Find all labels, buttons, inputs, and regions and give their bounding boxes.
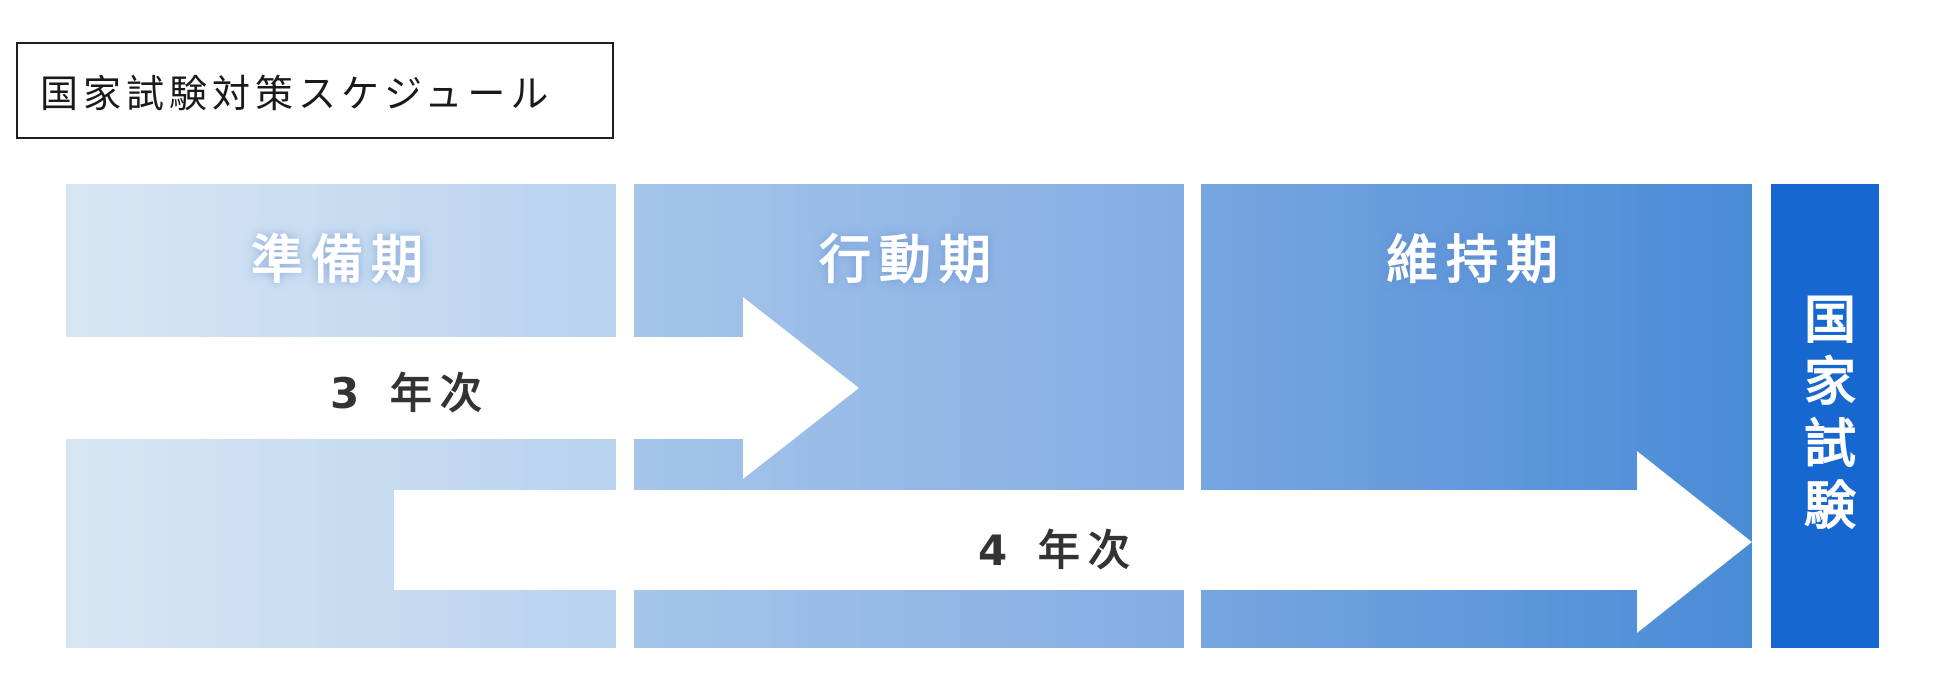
national-exam-label: 国家試験 — [1794, 292, 1855, 540]
phase-label-action: 行動期 — [818, 231, 999, 291]
arrow-label-year-3: 3 年次 — [330, 369, 490, 418]
title-box: 国家試験対策スケジュール — [16, 42, 614, 139]
arrow-year-3 — [66, 297, 859, 479]
phase-label-preparation: 準備期 — [250, 231, 431, 291]
arrow-label-year-4: 4 年次 — [978, 526, 1138, 575]
diagram-title: 国家試験対策スケジュール — [40, 72, 554, 116]
phase-label-maintenance: 維持期 — [1385, 231, 1566, 291]
national-exam-box: 国家試験 — [1771, 184, 1879, 648]
arrow-year-4 — [394, 451, 1752, 633]
